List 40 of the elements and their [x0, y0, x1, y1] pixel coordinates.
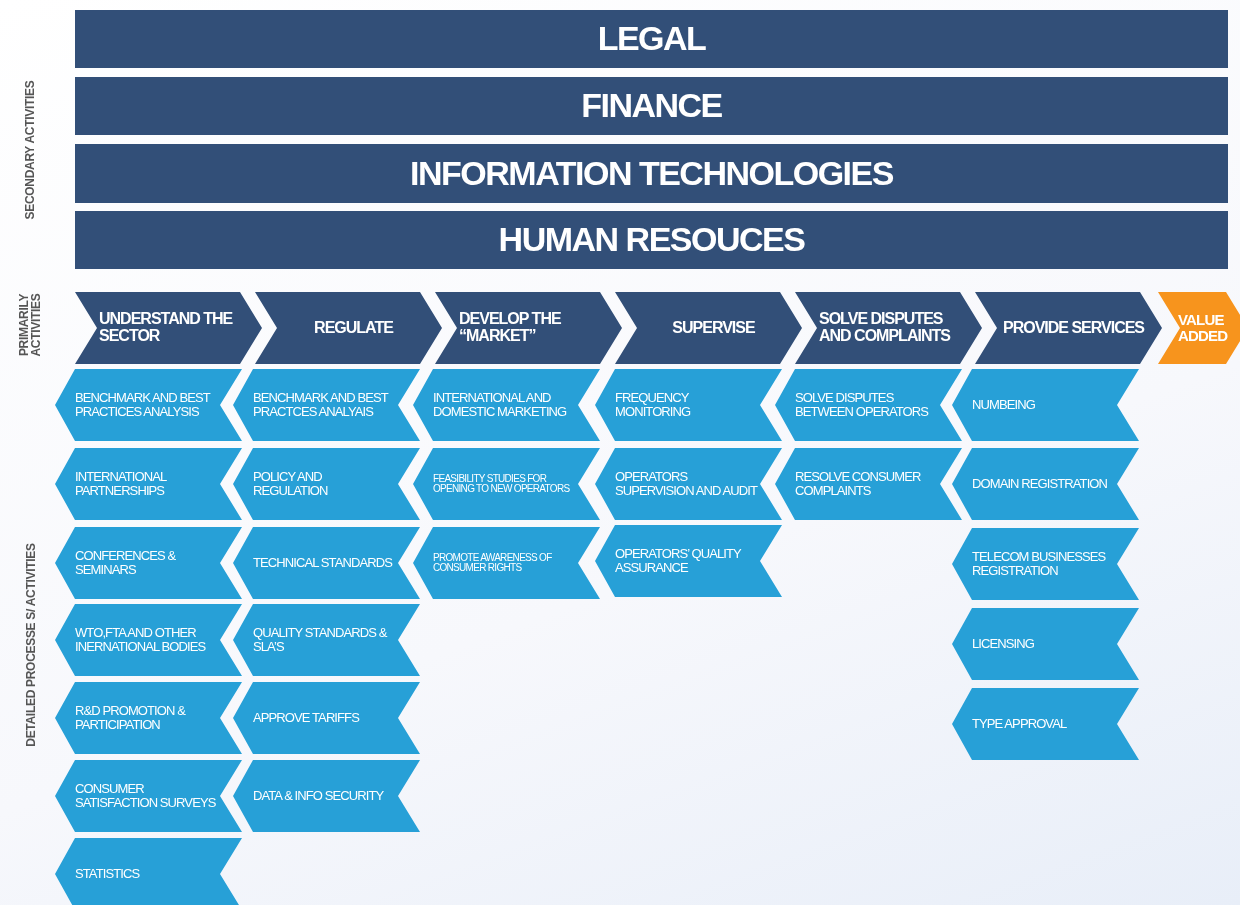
process-label: INTERNATIONAL AND DOMESTIC MARKETING	[433, 391, 568, 419]
process-label: OPERATORS SUPERVISION AND AUDIT	[615, 470, 758, 498]
process-label: STATISTICS	[75, 867, 140, 881]
process-label: FREQUENCY MONITORING	[615, 391, 692, 419]
process-label: CONSUMER SATISFACTION SURVEYS	[75, 782, 217, 810]
process-label: BENCHMARK AND BEST PRACTCES ANALYAIS	[253, 391, 390, 419]
process-label: DOMAIN REGISTRATION	[972, 477, 1108, 491]
process-label: RESOLVE CONSUMER COMPLAINTS	[795, 470, 922, 498]
section-label: DETAILED PROCESSE S/ ACTIVITIES	[23, 543, 38, 747]
band-title: FINANCE	[581, 88, 722, 124]
process-label: CONFERENCES & SEMINARS	[75, 549, 177, 577]
section-label: PRIMARILY ACTIVITIES	[18, 292, 42, 359]
process-label: OPERATORS’ QUALITY ASSURANCE	[615, 547, 742, 575]
activity-title: VALUE ADDED	[1178, 312, 1229, 344]
process-label: APPROVE TARIFFS	[253, 711, 359, 725]
process-label: QUALITY STANDARDS & SLA’S	[253, 626, 388, 654]
process-label: POLICY AND REGULATION	[253, 470, 329, 498]
activity-title: SUPERVISE	[672, 319, 755, 337]
activity-title: SOLVE DISPUTES AND COMPLAINTS	[819, 311, 952, 345]
band-title: LEGAL	[597, 21, 706, 57]
process-label: DATA & INFO SECURITY	[253, 789, 384, 803]
process-label: LICENSING	[972, 637, 1034, 651]
section-label: SECONDARY ACTIVITIES	[22, 80, 37, 220]
process-label: FEASIBILITY STUDIES FOR OPENING TO NEW OPERATORS	[433, 473, 571, 495]
process-label: WTO,FTA AND OTHER INERNATIONAL BODIES	[75, 626, 207, 654]
process-label: TELECOM BUSINESSES REGISTRATION	[972, 550, 1107, 578]
process-label: R&D PROMOTION & PARTICIPATION	[75, 704, 187, 732]
process-label: BENCHMARK AND BEST PRACTICES ANALYSIS	[75, 391, 212, 419]
process-label: INTERNATIONAL PARTNERSHIPS	[75, 470, 168, 498]
band-title: HUMAN RESOUCES	[498, 222, 805, 258]
process-label: NUMBEING	[972, 398, 1035, 412]
process-label: PROMOTE AWARENESS OF CONSUMER RIGHTS	[433, 552, 553, 574]
activity-title: REGULATE	[314, 319, 393, 337]
activity-title: UNDERSTAND THE SECTOR	[99, 311, 234, 345]
band-title: INFORMATION TECHNOLOGIES	[410, 155, 893, 192]
activity-title: PROVIDE SERVICES	[1002, 319, 1145, 337]
process-label: TYPE APPROVAL	[972, 717, 1067, 731]
process-label: SOLVE DISPUTES BETWEEN OPERATORS	[795, 391, 930, 419]
process-label: TECHNICAL STANDARDS	[253, 556, 392, 570]
activity-title: DEVELOP THE “MARKET”	[459, 311, 562, 345]
